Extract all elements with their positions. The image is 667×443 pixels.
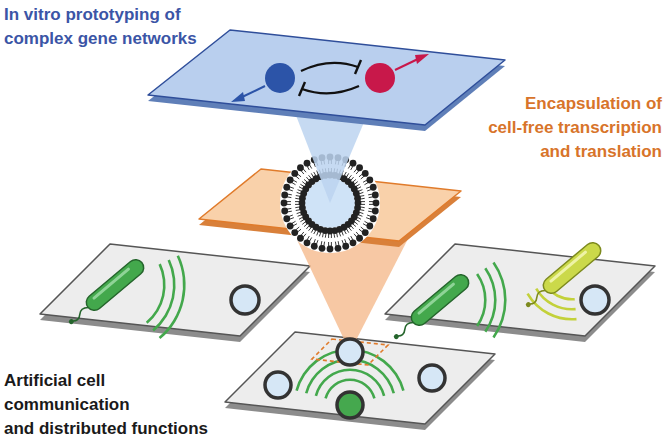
liposome <box>327 246 334 253</box>
vesicle <box>265 365 445 418</box>
gene-network <box>302 86 359 93</box>
liposome <box>356 235 363 242</box>
liposome <box>283 215 290 222</box>
bacterium <box>83 256 147 313</box>
bacterium <box>408 271 472 328</box>
vesicle <box>231 286 259 314</box>
vesicle <box>337 339 363 365</box>
signal-waves <box>152 259 175 331</box>
gene-network <box>301 63 358 71</box>
bacterium <box>417 282 456 315</box>
blue-plate <box>148 30 505 131</box>
liposome <box>291 170 298 177</box>
liposome <box>366 223 373 230</box>
liposome <box>291 229 298 236</box>
liposome <box>373 200 380 207</box>
liposome <box>362 229 369 236</box>
blue-plate <box>148 30 505 125</box>
liposome <box>356 164 363 171</box>
liposome <box>281 200 288 207</box>
vesicle <box>581 286 609 314</box>
signal-waves <box>159 255 186 339</box>
signal-waves <box>476 273 487 326</box>
bacterium <box>64 256 147 329</box>
liposome <box>297 164 304 171</box>
center-plate <box>225 332 495 430</box>
right-plate <box>385 244 655 342</box>
gene-network <box>265 63 295 93</box>
left-plate <box>40 244 310 342</box>
liposome <box>311 243 318 250</box>
liposome <box>370 215 377 222</box>
section-label: Artificial cell communication and distri… <box>4 369 208 441</box>
bacterium <box>525 301 532 308</box>
vesicle <box>419 365 445 391</box>
center-plate <box>225 332 495 424</box>
vesicle <box>265 372 291 398</box>
signal-waves <box>492 262 506 338</box>
gene-network <box>299 82 305 96</box>
liposome <box>281 192 288 199</box>
bacterium <box>92 267 131 300</box>
liposome <box>335 245 342 252</box>
liposome <box>372 208 379 215</box>
liposome <box>283 184 290 191</box>
gene-network <box>355 60 361 74</box>
vesicle <box>312 339 388 365</box>
section-label: In vitro prototyping of complex gene net… <box>4 3 197 51</box>
bacterium <box>549 250 588 283</box>
bacterium <box>68 318 75 325</box>
vesicle <box>231 286 259 314</box>
liposome <box>354 195 361 202</box>
liposome <box>372 192 379 199</box>
liposome <box>362 170 369 177</box>
bacterium <box>393 333 400 340</box>
gene-network <box>415 54 429 64</box>
liposome <box>319 245 326 252</box>
signal-waves <box>526 293 576 321</box>
liposome <box>287 177 294 184</box>
liposome <box>370 184 377 191</box>
vesicle <box>312 339 388 365</box>
liposome <box>304 160 311 167</box>
liposome <box>281 208 288 215</box>
liposome <box>350 239 357 246</box>
signal-waves <box>484 268 496 333</box>
liposome <box>366 177 373 184</box>
vesicle <box>581 286 609 314</box>
bacterium <box>389 271 472 344</box>
right-plate <box>385 244 655 336</box>
liposome <box>297 235 304 242</box>
liposome <box>304 239 311 246</box>
liposome <box>287 223 294 230</box>
liposome <box>350 160 357 167</box>
gene-network <box>231 92 245 102</box>
vesicle <box>337 392 363 418</box>
gene-network <box>365 63 395 93</box>
gene-network <box>231 54 429 102</box>
section-label: Encapsulation of cell-free transcription… <box>488 92 662 164</box>
liposome <box>342 243 349 250</box>
signal-waves <box>146 264 166 324</box>
